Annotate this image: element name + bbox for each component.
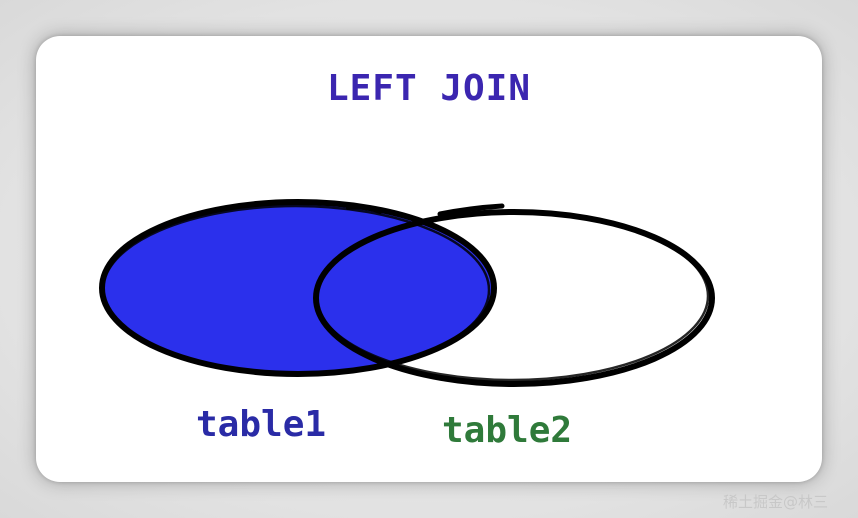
left-set-outline-sketch	[101, 204, 491, 376]
table1-label: table1	[196, 404, 327, 445]
watermark: 稀土掘金@林三	[722, 493, 828, 511]
table2-label: table2	[442, 410, 573, 451]
diagram-title: LEFT JOIN	[326, 68, 532, 109]
intersection-fill	[316, 212, 494, 374]
sketch-flourish	[437, 203, 505, 217]
sketch-flourish-2	[346, 205, 382, 214]
right-set-outline-sketch	[314, 210, 710, 382]
